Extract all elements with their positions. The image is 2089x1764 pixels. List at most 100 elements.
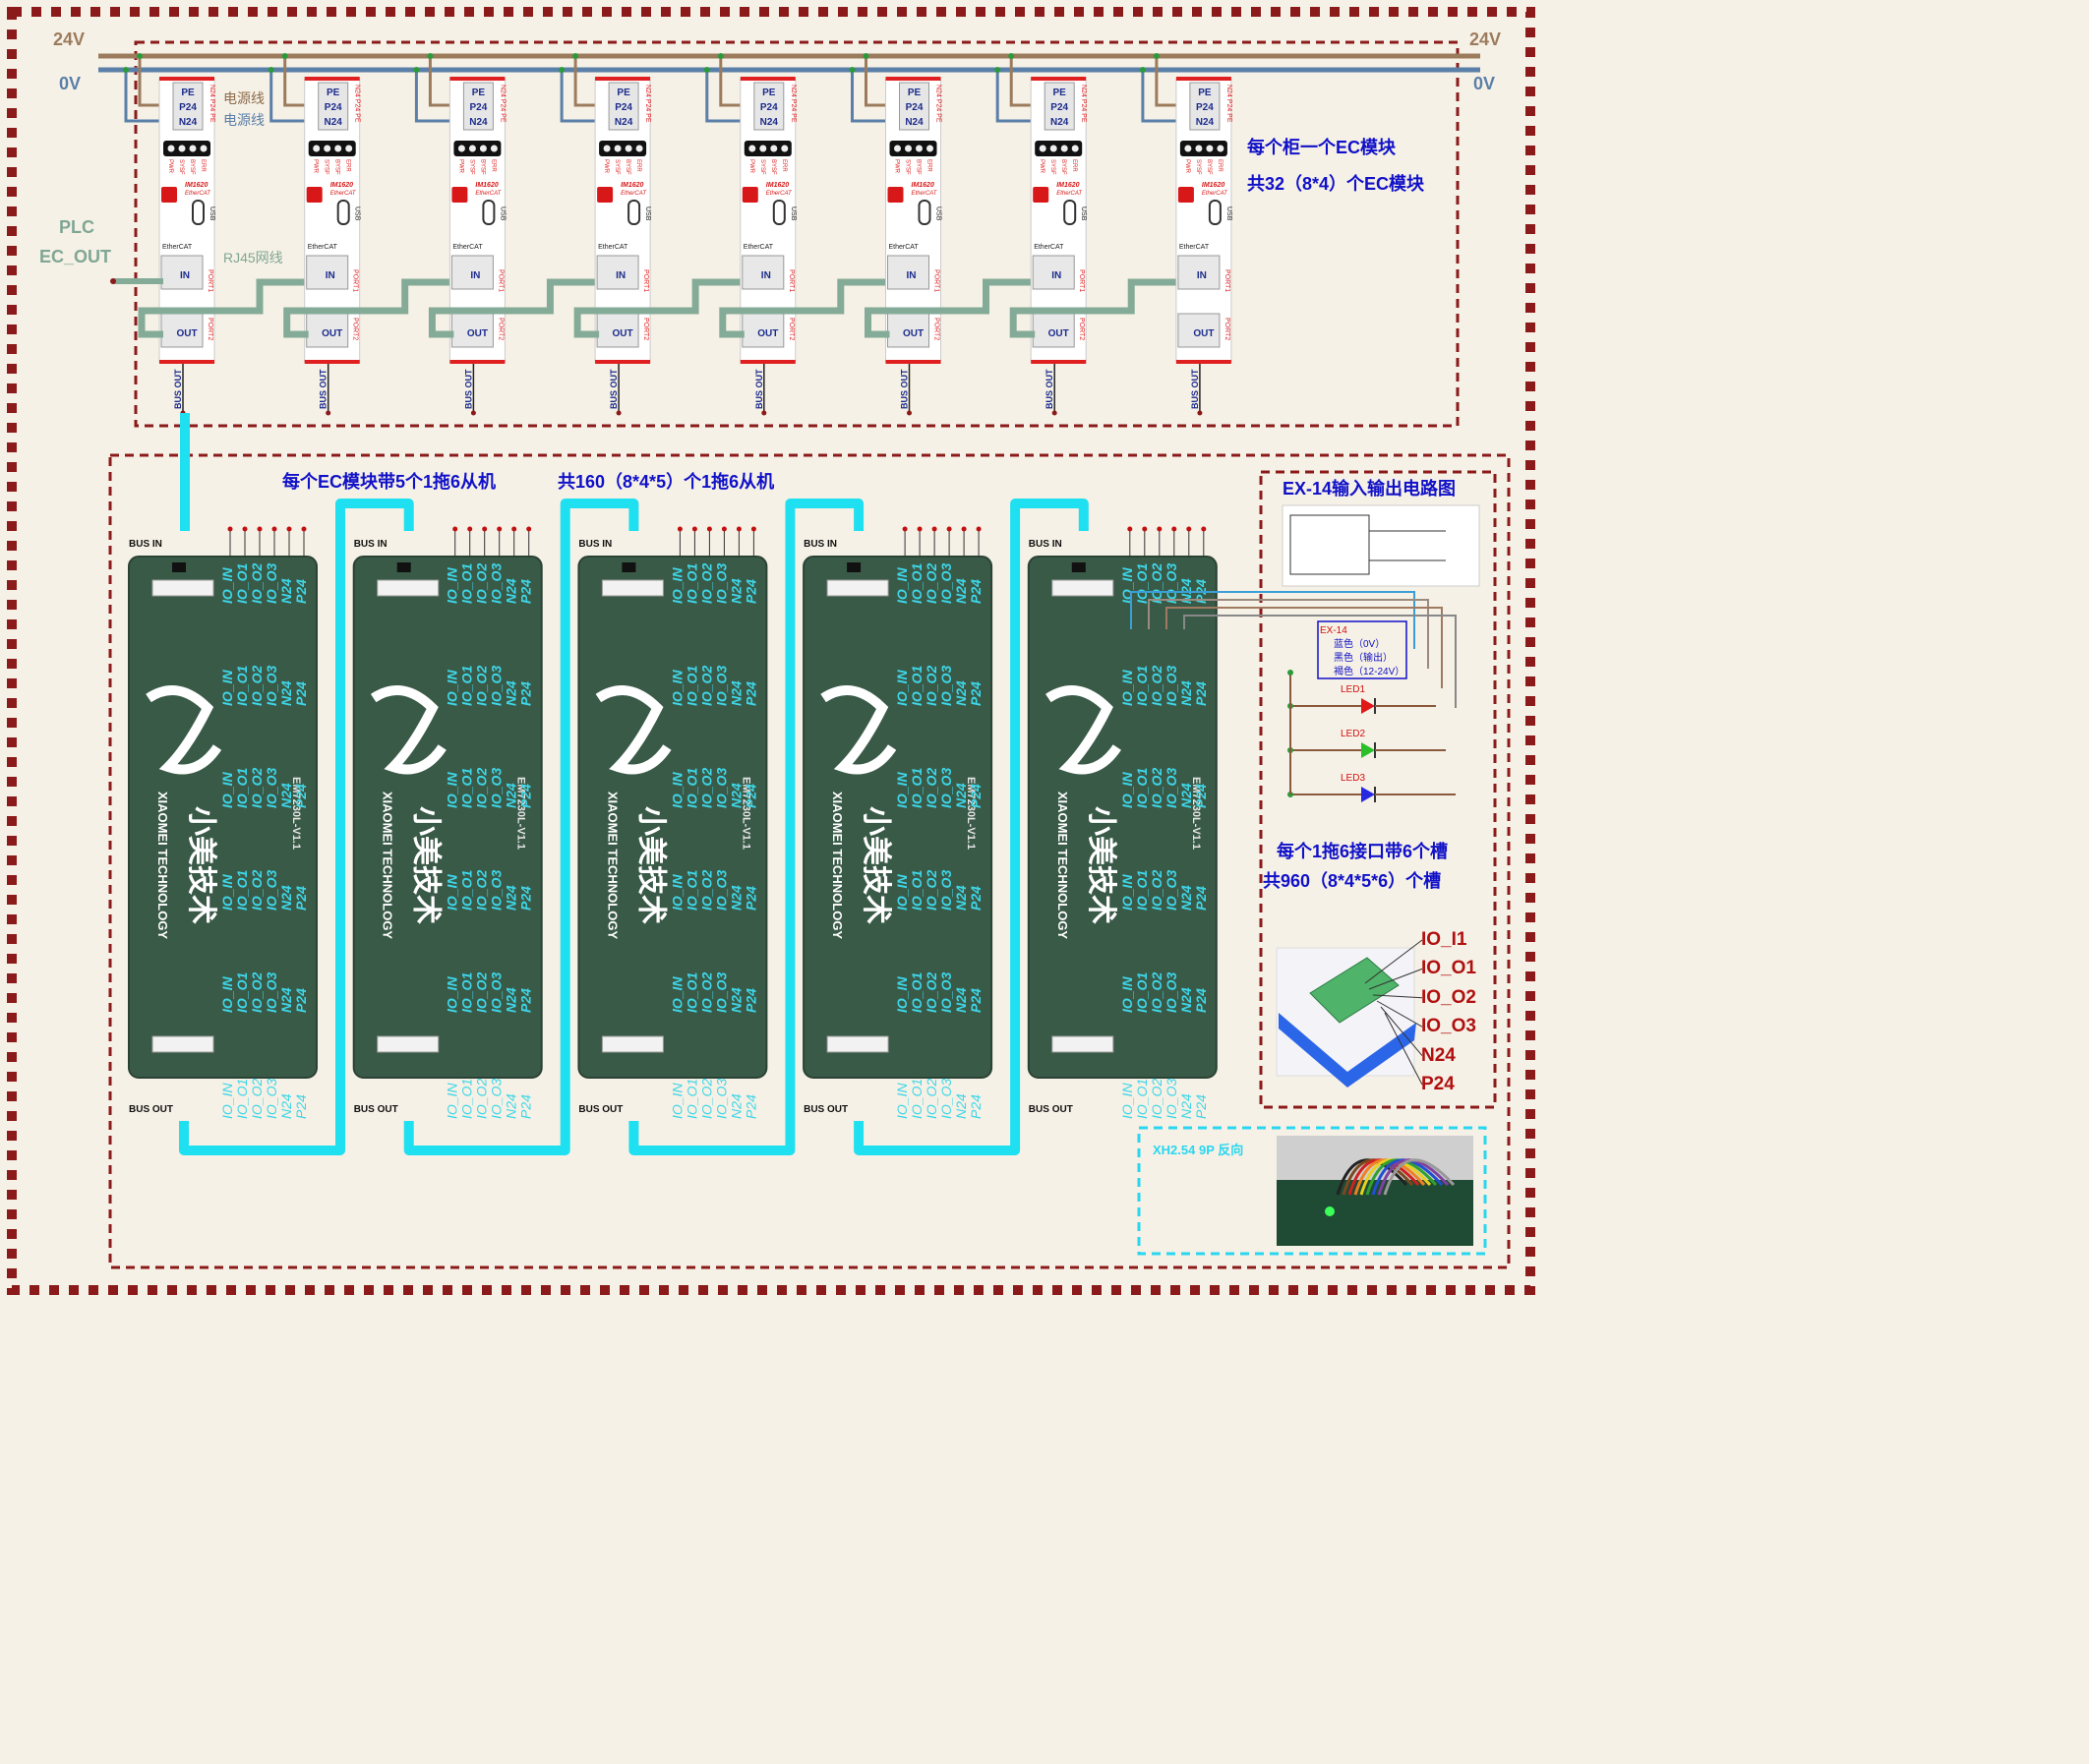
rj45-cable [1009,278,1180,338]
slave-pin-label: IO_O1 [1134,768,1150,808]
slave-bottom-pin-label: P24 [1193,1094,1209,1119]
ec-led [457,145,465,152]
slave-pin-label: N24 [278,987,294,1013]
slave-bottom-pin-label: IO_O1 [459,1079,475,1119]
ex14-signal-wire [1183,615,1457,708]
ec-led [479,145,487,152]
connector-body [1309,957,1400,1024]
ex14-led-label: LED2 [1341,729,1365,739]
ec-module-bottom-strip [304,360,360,364]
ec-led [635,145,643,152]
rail-24v-label-right: 24V [1469,29,1502,49]
ec-port2-label: PORT2 [642,318,649,340]
ec-module-top-strip [885,77,941,81]
ec-usb-port [1208,200,1222,225]
slave-bus-in-connector [1051,579,1114,597]
slave-pin-label: IO_IN [445,874,460,911]
ec-brand-logo [1033,187,1049,203]
rail-node [427,53,434,59]
slave-pin-label: IO_O2 [698,563,714,604]
slave-bus-out-connector [151,1035,214,1053]
slave-brand-en: XIAOMEI TECHNOLOGY [605,792,620,940]
ec-led-label: PWR [457,159,463,174]
slave-pin-label: N24 [953,680,969,706]
ec-bus-out-label: BUS OUT [900,369,910,409]
slave-pin-label: IO_IN [445,567,460,604]
ec-port-in [450,255,494,290]
connector-ruler [1279,1013,1416,1088]
power-line-label-1: 电源线 [223,90,265,106]
ec-module-bottom-strip [595,360,651,364]
slave-pin-label: IO_O2 [474,972,490,1013]
slave-pin-label: P24 [293,784,309,808]
ec-module-bottom-strip [1175,360,1231,364]
slave-pin-label: IO_O3 [489,870,505,911]
ec-bus-out-node [761,410,767,416]
ec-terminal-block [462,82,494,131]
slave-pin-label: IO_IN [669,976,685,1013]
slave-bus-in-connector [601,579,664,597]
ec-bus-out-label: BUS OUT [319,369,328,409]
note-slots-total: 共960（8*4*5*6）个槽 [1263,871,1442,891]
ec-brand-logo [161,187,177,203]
slave-pin-label: IO_O2 [474,563,490,604]
ec-terminal-label: P24 [1050,102,1068,113]
ec-protocol-label: EtherCAT [766,191,793,197]
slave-pin-label: N24 [504,885,519,911]
ec-ethercat-brand: EtherCAT [162,244,193,251]
ex14-wire-label: 蓝色（0V） [1334,637,1385,650]
ec-protocol-label: EtherCAT [912,191,938,197]
ec-led-label: ERR [1071,159,1077,172]
slave-pin-label: N24 [1178,987,1194,1013]
slave-logo [820,685,897,775]
ec-port2-label: PORT2 [1078,318,1085,340]
slave-pin-label: IO_O2 [1149,768,1164,808]
ec-module-top-strip [449,77,506,81]
slave-pin-label: IO_O1 [909,972,925,1013]
bus-cable-segment-1 [179,499,414,1155]
ec-led [189,145,197,152]
ec-led-label: ERR [1217,159,1223,172]
ec-led-label: ERR [345,159,351,172]
ec-model-label: IM1620 [330,182,353,189]
slave-brand-en: XIAOMEI TECHNOLOGY [830,792,845,940]
ec-protocol-label: EtherCAT [621,191,647,197]
slave-pin-label: N24 [504,783,519,808]
ec-terminal-label: PE [908,88,922,98]
ec-protocol-label: EtherCAT [185,191,211,197]
slave-pin-label: IO_O3 [1164,870,1179,911]
slave-top-pin-node [1142,526,1148,532]
slave-pin-label: N24 [728,885,744,911]
ec-terminal-side-label: N24 P24 PE [354,85,361,123]
slave-bottom-pin-label: IO_O3 [264,1079,279,1119]
slave-pin-label: N24 [504,987,519,1013]
ec-terminal-label: PE [617,88,630,98]
ex14-signal-wire [1148,599,1429,669]
slave-bottom-pin-label: IO_IN [445,1083,460,1119]
slave-pin-label: IO_O3 [1164,768,1179,808]
slave-pin-label: P24 [518,886,534,911]
slave-pin-label: P24 [743,784,758,808]
rail-node [137,53,143,59]
slave-pin-label: P24 [293,681,309,706]
ec-ethercat-brand: EtherCAT [598,244,628,251]
slave-pin-label: N24 [953,987,969,1013]
slave-bottom-pin-label: IO_IN [669,1083,685,1119]
ec-port-out [1177,313,1221,348]
slave-pin-label: IO_O3 [713,870,729,911]
ec-usb-port [918,200,931,225]
rj45-cable [138,278,309,338]
slave-top-pin-node [706,526,712,532]
bus-cable-segment-3 [628,499,865,1155]
ec-ethercat-brand: EtherCAT [744,244,774,251]
slave-pin-label: IO_O3 [713,563,729,604]
ec-led [1039,145,1046,152]
ec-led-label: BYSF [770,159,776,175]
slave-pin-label: IO_O2 [698,972,714,1013]
ec-port1-label: PORT1 [1078,269,1085,292]
ec-led-label: PWR [894,159,900,174]
slave-top-pin-node [961,526,967,532]
ec-port-in-label: IN [761,270,771,281]
slave-pin-label: IO_O3 [938,768,954,808]
